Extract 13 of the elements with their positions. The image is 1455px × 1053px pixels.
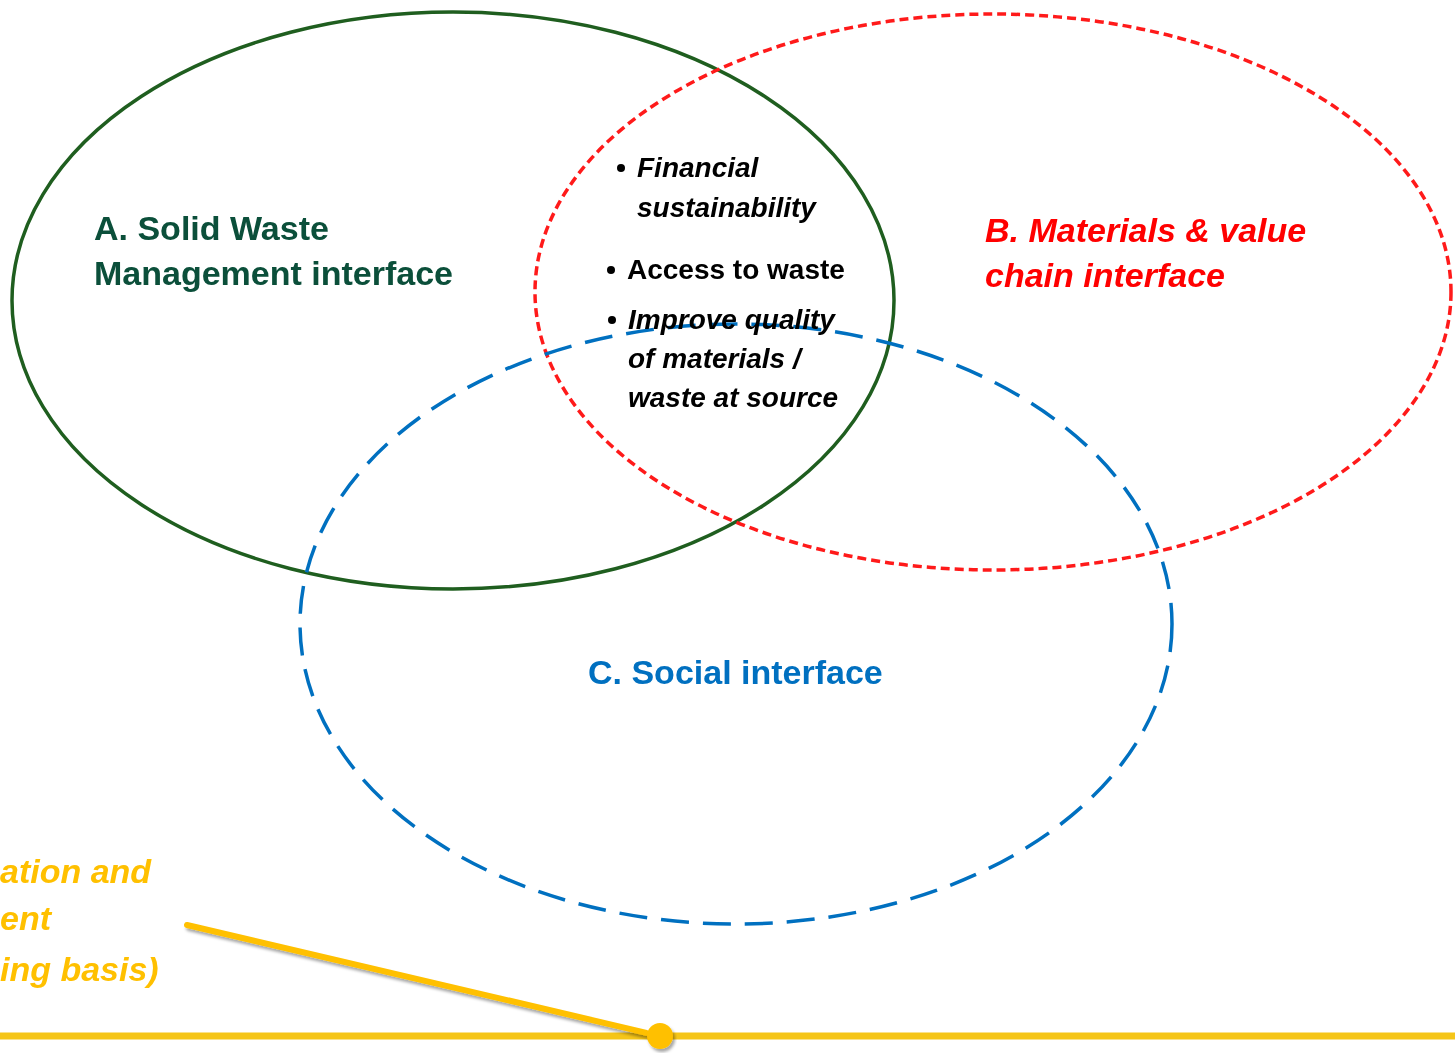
- timeline-dot: [646, 1022, 674, 1050]
- heading-fragment: ation and: [0, 852, 152, 891]
- venn-ellipse: [535, 14, 1451, 570]
- region-title: C. Social interface: [588, 652, 884, 693]
- bullet-text: Access to waste: [627, 254, 845, 285]
- heading-fragment: ing basis): [0, 950, 159, 989]
- leader-line: [184, 922, 650, 1036]
- bullet-text: Financial sustainability: [637, 152, 816, 223]
- region-title: A. Solid Waste Management interface: [94, 208, 454, 294]
- region-title: B. Materials & value chain interface: [985, 210, 1308, 296]
- venn-ellipse: [12, 12, 894, 589]
- bullet-text: Improve quality of materials / waste at source: [628, 304, 839, 413]
- heading-fragment: ent: [0, 899, 51, 938]
